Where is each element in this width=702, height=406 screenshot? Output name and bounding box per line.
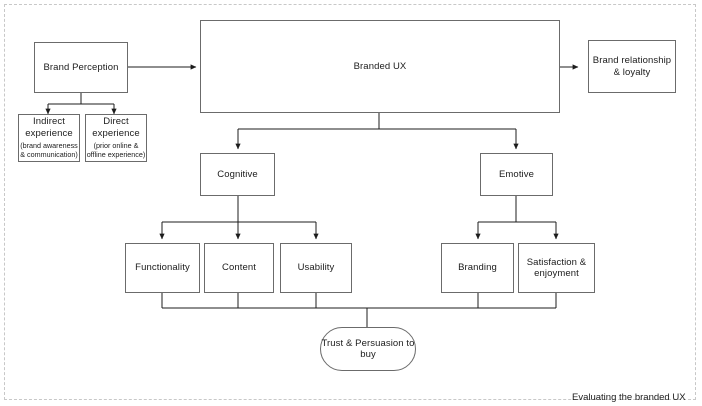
node-label: Emotive bbox=[498, 168, 535, 180]
node-label: Indirect experience bbox=[25, 116, 73, 139]
node-label: Functionality bbox=[135, 262, 190, 274]
caption-block: Evaluating the branded UX Raida Shakiry bbox=[572, 379, 698, 406]
node-emotive[interactable]: Emotive bbox=[480, 153, 553, 196]
node-brand-relationship[interactable]: Brand relationship & loyalty bbox=[588, 40, 676, 93]
node-cognitive[interactable]: Cognitive bbox=[200, 153, 275, 196]
node-sublabel: (brand awareness & communication) bbox=[20, 140, 78, 160]
node-branded-ux[interactable]: Branded UX bbox=[200, 20, 560, 113]
node-label: Usability bbox=[297, 262, 335, 274]
node-label: Direct experience bbox=[92, 116, 140, 139]
node-branding[interactable]: Branding bbox=[441, 243, 514, 293]
node-trust-persuasion[interactable]: Trust & Persuasion to buy bbox=[320, 327, 416, 371]
node-label: Branding bbox=[458, 262, 497, 274]
node-label: Content bbox=[222, 262, 256, 274]
node-functionality[interactable]: Functionality bbox=[125, 243, 200, 293]
node-indirect-experience[interactable]: Indirect experience (brand awareness & c… bbox=[18, 114, 80, 162]
node-label: Cognitive bbox=[217, 168, 258, 180]
caption-line-1: Evaluating the branded UX bbox=[572, 391, 686, 403]
node-content[interactable]: Content bbox=[204, 243, 274, 293]
node-label: Branded UX bbox=[353, 60, 407, 72]
node-label: Satisfaction & enjoyment bbox=[526, 256, 587, 279]
node-label: Brand relationship & loyalty bbox=[592, 55, 672, 78]
node-label: Trust & Persuasion to buy bbox=[321, 337, 415, 360]
node-satisfaction-enjoyment[interactable]: Satisfaction & enjoyment bbox=[518, 243, 595, 293]
node-brand-perception[interactable]: Brand Perception bbox=[34, 42, 128, 93]
node-usability[interactable]: Usability bbox=[280, 243, 352, 293]
node-direct-experience[interactable]: Direct experience (prior online & offlin… bbox=[85, 114, 147, 162]
node-sublabel: (prior online & offline experience) bbox=[86, 140, 146, 160]
node-label: Brand Perception bbox=[43, 61, 119, 73]
